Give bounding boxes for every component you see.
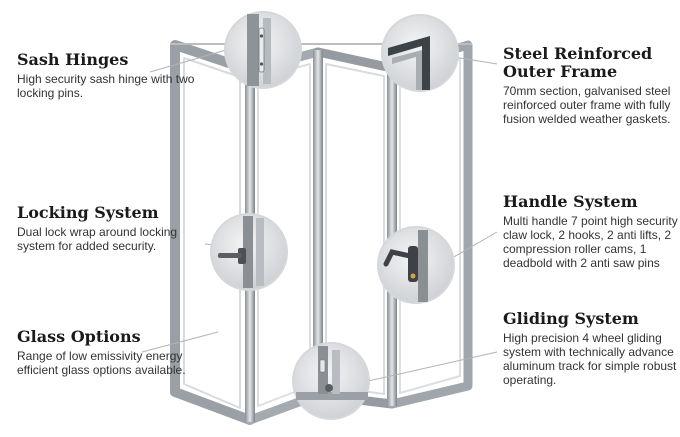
glass-options-text: Range of low emissivity energy efficient… (17, 349, 186, 377)
callout-locking-system: Locking System Dual lock wrap around loc… (17, 203, 197, 254)
leader-steel (453, 56, 498, 65)
gliding-system-text: High precision 4 wheel gliding system wi… (503, 331, 677, 387)
callout-glass-options: Glass Options Range of low emissivity en… (17, 327, 197, 378)
glass-options-title: Glass Options (17, 327, 141, 346)
handle-system-text: Multi handle 7 point high security claw … (503, 214, 678, 270)
callout-handle-system: Handle System Multi handle 7 point high … (503, 192, 678, 271)
sash-hinges-title: Sash Hinges (17, 50, 129, 69)
locking-system-text: Dual lock wrap around locking system for… (17, 225, 178, 253)
zoom-handle-system (377, 226, 455, 304)
zoom-gliding-system (292, 342, 370, 420)
leader-lines (141, 49, 498, 382)
zoom-steel-frame (381, 14, 459, 92)
leader-sash (149, 49, 227, 73)
panel-4 (387, 40, 473, 409)
zoom-locking-system (210, 213, 288, 291)
callout-gliding-system: Gliding System High precision 4 wheel gl… (503, 309, 678, 388)
sash-hinges-text: High security sash hinge with two lockin… (17, 72, 195, 100)
leader-glide (367, 351, 498, 382)
zoom-sash-hinge (224, 11, 302, 89)
gliding-system-title: Gliding System (503, 309, 639, 328)
steel-frame-title: Steel Reinforced Outer Frame (503, 44, 653, 81)
callout-sash-hinges: Sash Hinges High security sash hinge wit… (17, 50, 207, 101)
leader-handle (451, 231, 498, 259)
locking-system-title: Locking System (17, 203, 159, 222)
leader-glass (141, 331, 219, 353)
callout-steel-frame: Steel Reinforced Outer Frame 70mm sectio… (503, 44, 678, 127)
handle-system-title: Handle System (503, 192, 638, 211)
steel-frame-text: 70mm section, galvanised steel reinforce… (503, 84, 671, 126)
